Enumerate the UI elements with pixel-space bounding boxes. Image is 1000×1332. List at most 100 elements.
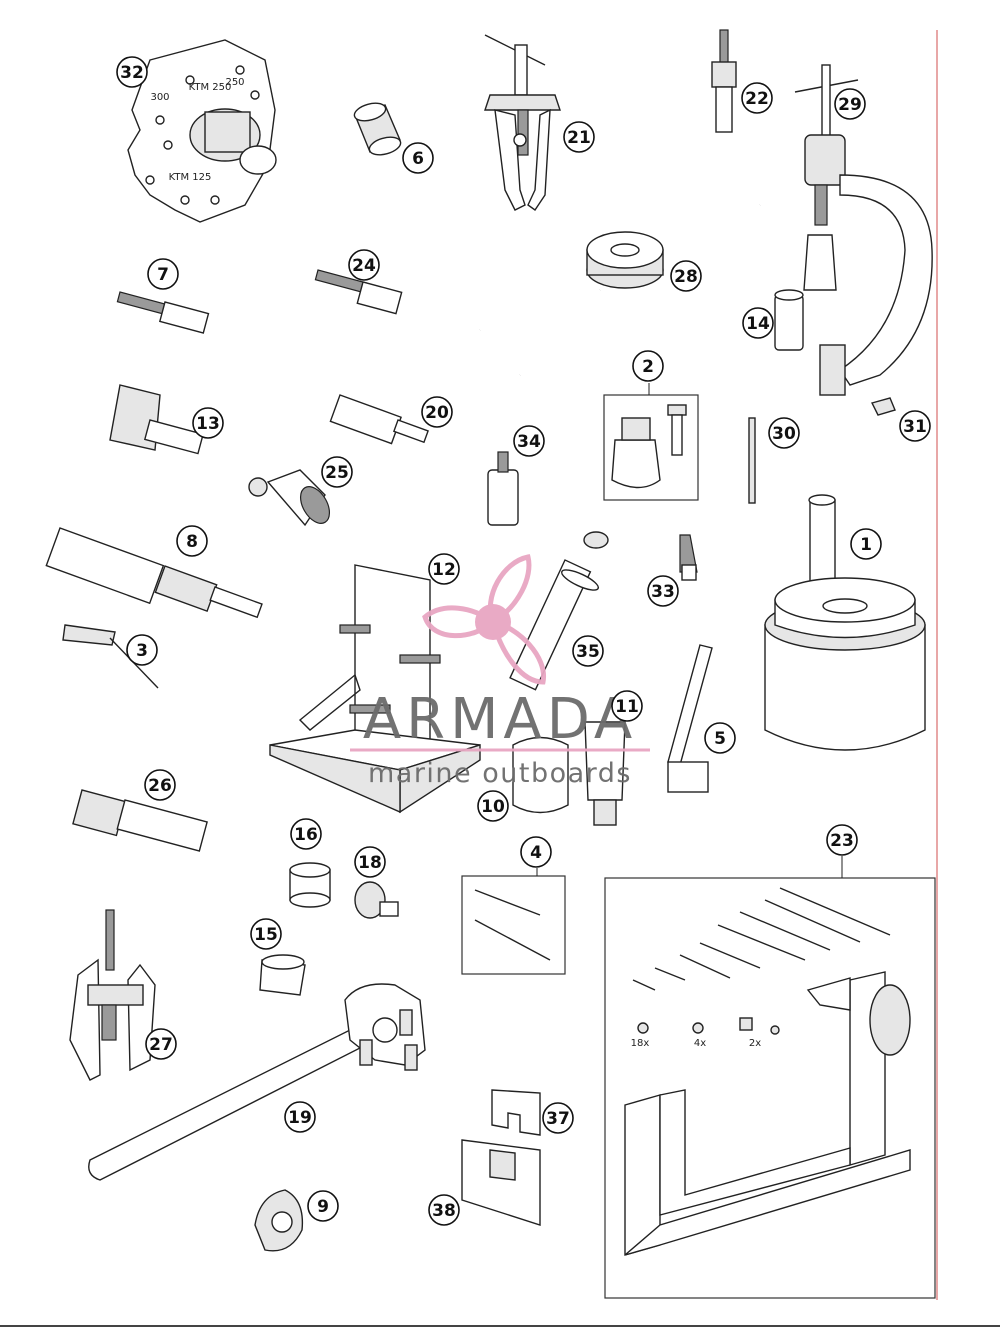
callout-35: 35 — [572, 635, 604, 667]
callout-number: 31 — [903, 417, 927, 437]
callout-number: 16 — [294, 825, 318, 845]
tool-10-drift — [512, 736, 569, 814]
callout-21: 21 — [563, 121, 595, 153]
callout-circle — [742, 307, 774, 339]
callout-circle — [513, 425, 545, 457]
callout-30: 30 — [768, 417, 800, 449]
callout-circle — [611, 690, 643, 722]
tool-35-grease-gun — [509, 531, 609, 691]
callout-19: 19 — [284, 1101, 316, 1133]
callout-number: 9 — [317, 1197, 329, 1217]
watermark-tagline: marine outboards — [368, 758, 632, 789]
callout-circle — [307, 1190, 339, 1222]
tool-21-puller — [484, 34, 561, 211]
tool-25-socket — [248, 469, 331, 527]
callout-32: 32 — [116, 56, 148, 88]
callout-37: 37 — [542, 1102, 574, 1134]
tool-15-bush — [259, 954, 306, 996]
callout-number: 10 — [481, 797, 505, 817]
callout-10: 10 — [477, 790, 509, 822]
callout-number: 28 — [674, 267, 698, 287]
callout-26: 26 — [144, 769, 176, 801]
callout-24: 24 — [348, 249, 380, 281]
callout-number: 30 — [772, 424, 796, 444]
callout-8: 8 — [176, 525, 208, 557]
plate-marking-2: KTM 250 — [189, 82, 232, 93]
callout-34: 34 — [513, 425, 545, 457]
tool-20-drift — [329, 394, 429, 445]
callout-number: 32 — [120, 63, 144, 83]
callout-circle — [428, 553, 460, 585]
tool-16-bush — [289, 862, 331, 908]
plate-marking-4: 300 — [150, 92, 169, 103]
callout-circle — [477, 790, 509, 822]
callout-circle — [402, 142, 434, 174]
callout-circle — [290, 818, 322, 850]
callout-circle — [176, 525, 208, 557]
callout-circle — [670, 260, 702, 292]
callout-circle — [741, 82, 773, 114]
armada-watermark: ARMADA marine outboards — [350, 554, 650, 789]
callout-number: 25 — [325, 463, 349, 483]
callout-number: 26 — [148, 776, 172, 796]
callout-circle — [850, 528, 882, 560]
callout-27: 27 — [145, 1028, 177, 1060]
tool-9-holder — [254, 1189, 304, 1252]
callout-number: 6 — [412, 149, 424, 169]
callout-circle — [284, 1101, 316, 1133]
callout-circle — [145, 1028, 177, 1060]
qty-18x: 18x — [631, 1038, 650, 1049]
callout-28: 28 — [670, 260, 702, 292]
callout-15: 15 — [250, 918, 282, 950]
callout-14: 14 — [742, 307, 774, 339]
tool-37-plate — [491, 1089, 541, 1136]
callout-number: 8 — [186, 532, 198, 552]
tool-5-lever — [667, 644, 713, 793]
callout-number: 11 — [615, 697, 639, 717]
callout-25: 25 — [321, 456, 353, 488]
callout-6: 6 — [402, 142, 434, 174]
tool-14-sleeve — [774, 289, 804, 351]
tool-4-kit — [461, 875, 566, 975]
callout-circle — [116, 56, 148, 88]
callout-circle — [826, 824, 858, 856]
tool-11-drift — [584, 721, 626, 826]
callout-number: 35 — [576, 642, 600, 662]
callout-number: 21 — [567, 128, 591, 148]
callout-number: 20 — [425, 403, 449, 423]
callout-number: 13 — [196, 414, 220, 434]
tool-19-pin-wrench — [88, 983, 426, 1181]
callout-3: 3 — [126, 634, 158, 666]
tool-28-puller-bar — [478, 202, 762, 377]
callout-number: 7 — [157, 265, 169, 285]
propeller-icon — [422, 554, 546, 685]
callout-29: 29 — [834, 88, 866, 120]
callout-number: 18 — [358, 853, 382, 873]
callout-33: 33 — [647, 575, 679, 607]
callout-circle — [354, 846, 386, 878]
callout-number: 38 — [432, 1201, 456, 1221]
callout-number: 4 — [530, 843, 542, 863]
tool-27-puller — [69, 909, 156, 1081]
tool-33-brush — [679, 534, 698, 581]
watermark-brand: ARMADA — [363, 687, 637, 752]
tool-34-tube — [487, 451, 519, 526]
tool-13-handle — [109, 384, 204, 455]
tool-32-flywheel-plate: KTM 125 KTM 250 250 300 — [127, 39, 277, 223]
callout-22: 22 — [741, 82, 773, 114]
callout-circle — [421, 396, 453, 428]
callout-9: 9 — [307, 1190, 339, 1222]
callout-number: 1 — [860, 535, 872, 555]
callout-circle — [126, 634, 158, 666]
callout-circle — [572, 635, 604, 667]
callout-number: 37 — [546, 1109, 570, 1129]
callout-number: 29 — [838, 95, 862, 115]
callout-20: 20 — [421, 396, 453, 428]
tool-2-kit — [603, 394, 699, 501]
callout-number: 22 — [745, 89, 769, 109]
callout-16: 16 — [290, 818, 322, 850]
callout-number: 3 — [136, 641, 148, 661]
tool-7-pin — [116, 291, 210, 334]
tool-31-tip — [870, 397, 896, 416]
